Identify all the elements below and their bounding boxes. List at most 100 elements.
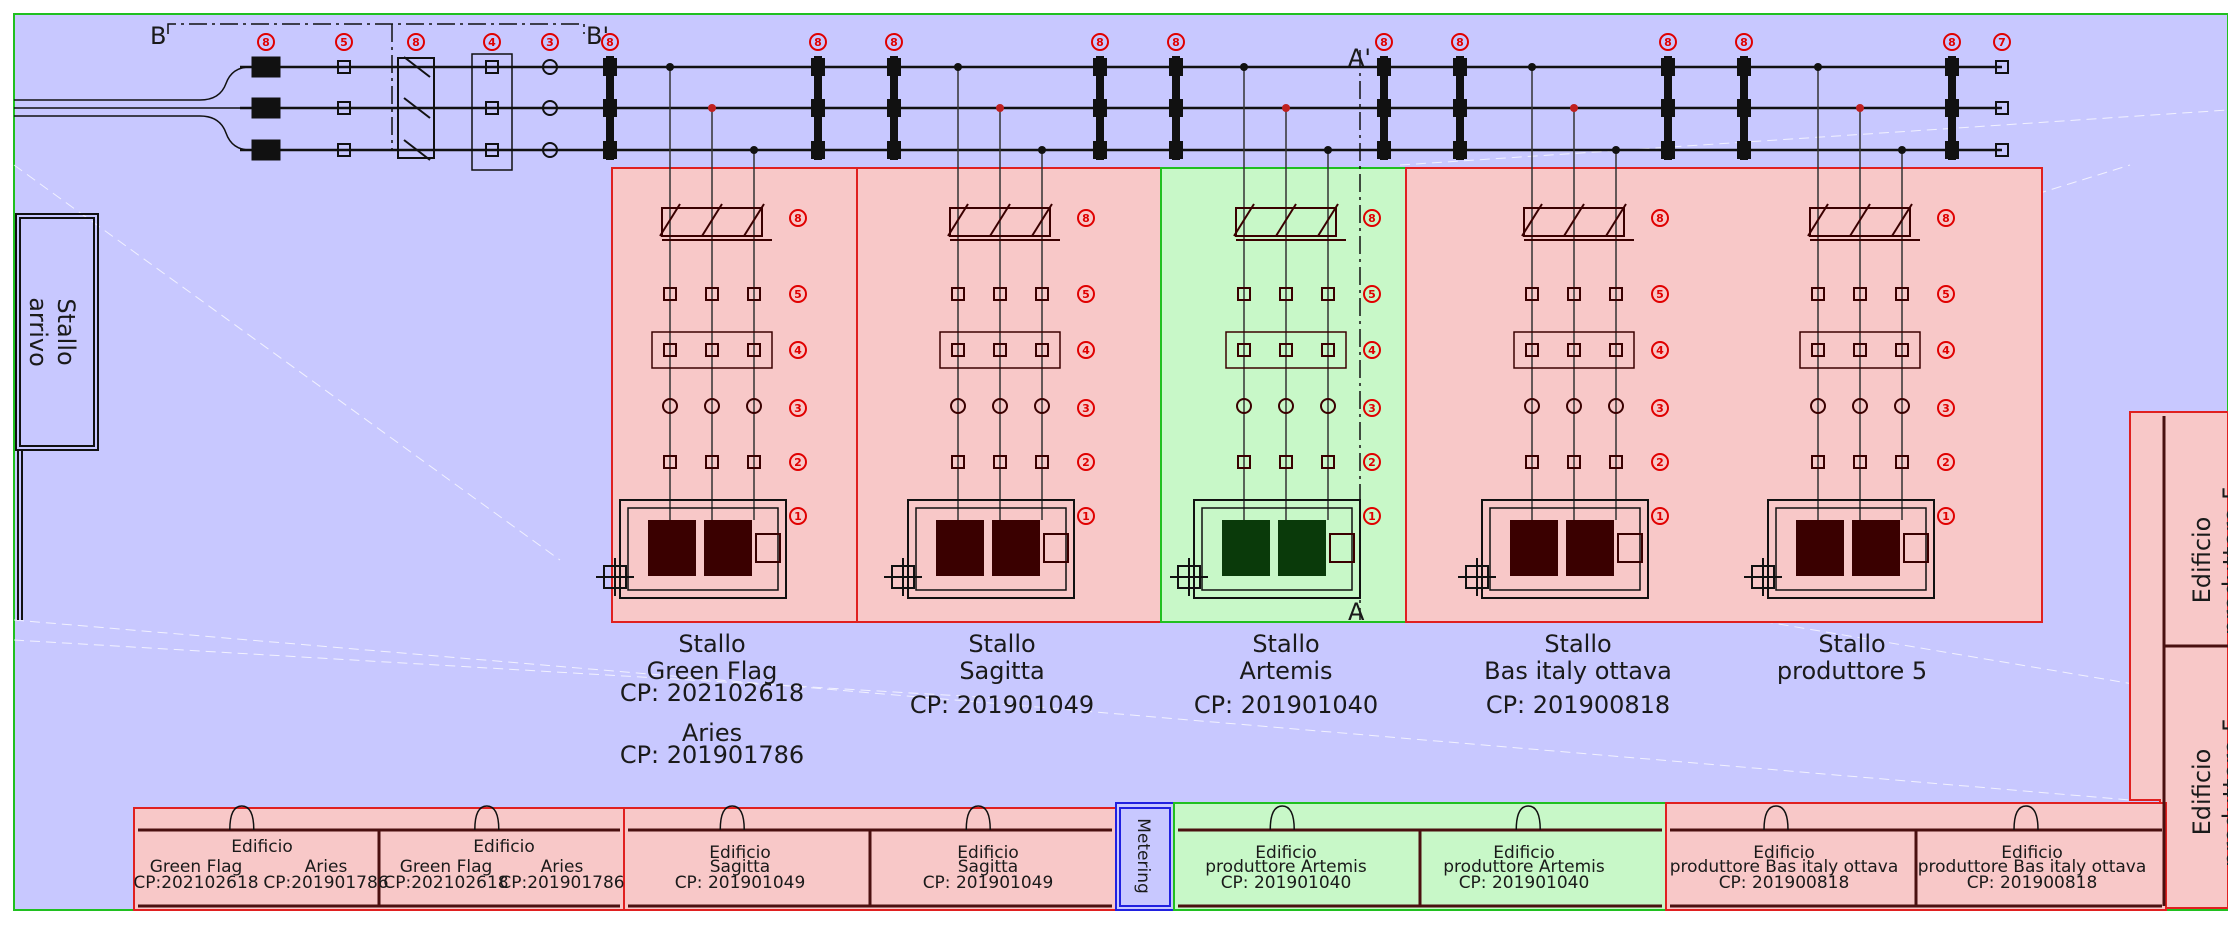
bay-zone-bas-italy-produttore-5 bbox=[1405, 167, 2043, 623]
busbar-tap bbox=[1282, 104, 1290, 112]
incoming-tv bbox=[337, 143, 351, 157]
bay-device bbox=[1811, 287, 1825, 301]
bay-disconnector-blade bbox=[1807, 203, 1829, 237]
section-marker-a-prime: A' bbox=[1348, 44, 1371, 72]
bay-disconnector-blade bbox=[1563, 203, 1585, 237]
sectionalizer-pole bbox=[603, 99, 617, 117]
section-marker-b: B bbox=[150, 22, 166, 50]
busbar-tap bbox=[1038, 146, 1046, 154]
bay-device bbox=[1525, 455, 1539, 469]
transformer-core-left bbox=[1510, 520, 1558, 576]
busbar-tap bbox=[1240, 63, 1248, 71]
bay-cp-2: CP: 201901786 bbox=[620, 741, 804, 769]
bay-device bbox=[1525, 287, 1539, 301]
building-cp: CP: 201901049 bbox=[675, 873, 806, 893]
marker-circle bbox=[789, 453, 807, 471]
marker-text: 8 bbox=[890, 36, 898, 49]
arrival-label-line2: arrivo bbox=[24, 297, 52, 367]
marker-circle bbox=[1651, 399, 1669, 417]
bay-device bbox=[1567, 287, 1581, 301]
marker-text: 3 bbox=[1082, 402, 1090, 415]
busbars bbox=[14, 65, 2002, 152]
sectionalizer-pole bbox=[1093, 141, 1107, 159]
bay-device bbox=[747, 455, 761, 469]
incoming-disconnector bbox=[403, 97, 431, 119]
marker-top-14: 8 bbox=[1735, 33, 1753, 51]
marker-circle bbox=[335, 33, 353, 51]
marker-circle bbox=[789, 209, 807, 227]
marker-text: 8 bbox=[1380, 36, 1388, 49]
marker-circle bbox=[1077, 399, 1095, 417]
incoming-surge-arrester bbox=[542, 59, 558, 75]
bay-device bbox=[1853, 455, 1867, 469]
building-name: produttore Artemis bbox=[1443, 857, 1605, 877]
bay-device bbox=[704, 398, 720, 414]
bay-cp: CP: 202102618 bbox=[620, 679, 804, 707]
busbar-end-terminal bbox=[1995, 60, 2009, 74]
marker-text: 2 bbox=[1368, 456, 1376, 469]
marker-text: 5 bbox=[1368, 288, 1376, 301]
building-wall-2 bbox=[628, 805, 1112, 908]
marker-circle bbox=[1375, 33, 1393, 51]
marker-text: 3 bbox=[1942, 402, 1950, 415]
marker-bay4-5: 2 bbox=[1651, 453, 1669, 471]
marker-circle bbox=[1937, 399, 1955, 417]
sectionalizer-pole bbox=[887, 141, 901, 159]
building-title: Edificio bbox=[2001, 843, 2062, 863]
transformer-core-left bbox=[1796, 520, 1844, 576]
marker-bay5-3: 4 bbox=[1937, 341, 1955, 359]
marker-top-15: 8 bbox=[1943, 33, 1961, 51]
building-title: Edificio bbox=[709, 843, 770, 863]
incoming-tv bbox=[337, 60, 351, 74]
bay-ta-frame bbox=[1799, 331, 1921, 369]
marker-top-4: 4 bbox=[483, 33, 501, 51]
bay-disconnector-blade bbox=[947, 203, 969, 237]
marker-circle bbox=[1077, 341, 1095, 359]
sectionalizer-pole bbox=[1377, 58, 1391, 76]
marker-bay5-1: 8 bbox=[1937, 209, 1955, 227]
marker-text: 4 bbox=[1082, 344, 1090, 357]
marker-bay3-6: 1 bbox=[1363, 507, 1381, 525]
bay-device bbox=[950, 398, 966, 414]
building-left-name: Green Flag bbox=[150, 857, 243, 877]
marker-circle bbox=[1937, 285, 1955, 303]
marker-text: 8 bbox=[1096, 36, 1104, 49]
transformer-core-left bbox=[648, 520, 696, 576]
marker-bay5-5: 2 bbox=[1937, 453, 1955, 471]
bay-device bbox=[1279, 287, 1293, 301]
marker-circle bbox=[789, 399, 807, 417]
marker-text: 8 bbox=[606, 36, 614, 49]
marker-text: 8 bbox=[412, 36, 420, 49]
transformer-core-right bbox=[1852, 520, 1900, 576]
metering-cabinet bbox=[1119, 807, 1171, 907]
building-name: Sagitta bbox=[958, 857, 1018, 877]
marker-text: 1 bbox=[1368, 510, 1376, 523]
sectionalizer-pole bbox=[811, 99, 825, 117]
marker-bay2-2: 5 bbox=[1077, 285, 1095, 303]
building-title: Edificio bbox=[1255, 843, 1316, 863]
bay-device bbox=[951, 455, 965, 469]
marker-circle bbox=[541, 33, 559, 51]
building-left-cp: CP:202102618 bbox=[383, 873, 508, 893]
bay-device bbox=[1811, 455, 1825, 469]
marker-circle bbox=[789, 341, 807, 359]
building-title: Edificio bbox=[231, 837, 292, 857]
bay-owner-2: Aries bbox=[682, 719, 742, 747]
bay-title: Stallo bbox=[1818, 630, 1885, 658]
bay-device bbox=[1567, 455, 1581, 469]
bay-ta-frame bbox=[939, 331, 1061, 369]
door-icon bbox=[229, 805, 255, 831]
marker-text: 5 bbox=[340, 36, 348, 49]
sectionalizer-pole bbox=[887, 58, 901, 76]
bay-label-green-flag: Stallo Green Flag CP: 202102618 Aries CP… bbox=[620, 630, 804, 769]
bay-device bbox=[1567, 343, 1581, 357]
building-right-cp: CP:201901786 bbox=[499, 873, 624, 893]
marker-bay5-2: 5 bbox=[1937, 285, 1955, 303]
marker-circle bbox=[1651, 453, 1669, 471]
marker-text: 3 bbox=[794, 402, 802, 415]
sectionalizer-pole bbox=[1661, 58, 1675, 76]
building-label-green-flag-aries-2: Edificio Green Flag CP:202102618 Aries C… bbox=[383, 837, 624, 893]
marker-bay4-4: 3 bbox=[1651, 399, 1669, 417]
bay-device bbox=[1853, 287, 1867, 301]
bay-disconnector-blade bbox=[659, 203, 681, 237]
